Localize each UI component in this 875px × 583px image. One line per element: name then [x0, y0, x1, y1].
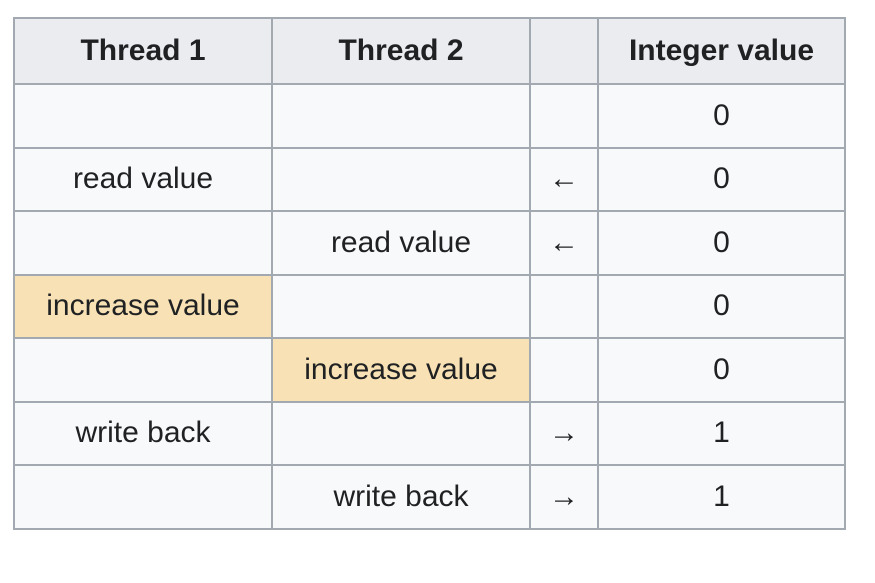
- left-arrow-icon: ←: [529, 146, 599, 212]
- header-arrow: [529, 17, 599, 85]
- value-cell: 0: [597, 146, 846, 212]
- race-condition-table: Thread 1 Thread 2 Integer value 0 read v…: [13, 17, 846, 530]
- arrow-cell: [529, 273, 599, 339]
- header-integer-value: Integer value: [597, 17, 846, 85]
- thread1-cell: [13, 337, 273, 403]
- value-cell: 0: [597, 83, 846, 149]
- value-cell: 0: [597, 273, 846, 339]
- thread2-cell: [271, 83, 531, 149]
- table-row: read value ← 0: [13, 146, 846, 212]
- right-arrow-icon: →: [529, 400, 599, 466]
- arrow-cell: [529, 83, 599, 149]
- header-row: Thread 1 Thread 2 Integer value: [13, 17, 846, 85]
- left-arrow-icon: ←: [529, 210, 599, 276]
- thread1-cell: [13, 464, 273, 530]
- value-cell: 0: [597, 337, 846, 403]
- table-row: 0: [13, 83, 846, 149]
- header-thread-1: Thread 1: [13, 17, 273, 85]
- thread1-cell: [13, 210, 273, 276]
- value-cell: 1: [597, 464, 846, 530]
- thread2-cell: write back: [271, 464, 531, 530]
- thread1-cell: [13, 83, 273, 149]
- value-cell: 1: [597, 400, 846, 466]
- table-row: write back → 1: [13, 464, 846, 530]
- value-cell: 0: [597, 210, 846, 276]
- table-row: increase value 0: [13, 273, 846, 339]
- table-row: read value ← 0: [13, 210, 846, 276]
- thread2-cell: [271, 273, 531, 339]
- header-thread-2: Thread 2: [271, 17, 531, 85]
- right-arrow-icon: →: [529, 464, 599, 530]
- thread2-cell: [271, 400, 531, 466]
- table-row: write back → 1: [13, 400, 846, 466]
- thread1-cell: read value: [13, 146, 273, 212]
- thread2-cell: read value: [271, 210, 531, 276]
- thread1-cell: write back: [13, 400, 273, 466]
- arrow-cell: [529, 337, 599, 403]
- table-row: increase value 0: [13, 337, 846, 403]
- thread2-cell-highlighted: increase value: [271, 337, 531, 403]
- thread1-cell-highlighted: increase value: [13, 273, 273, 339]
- thread2-cell: [271, 146, 531, 212]
